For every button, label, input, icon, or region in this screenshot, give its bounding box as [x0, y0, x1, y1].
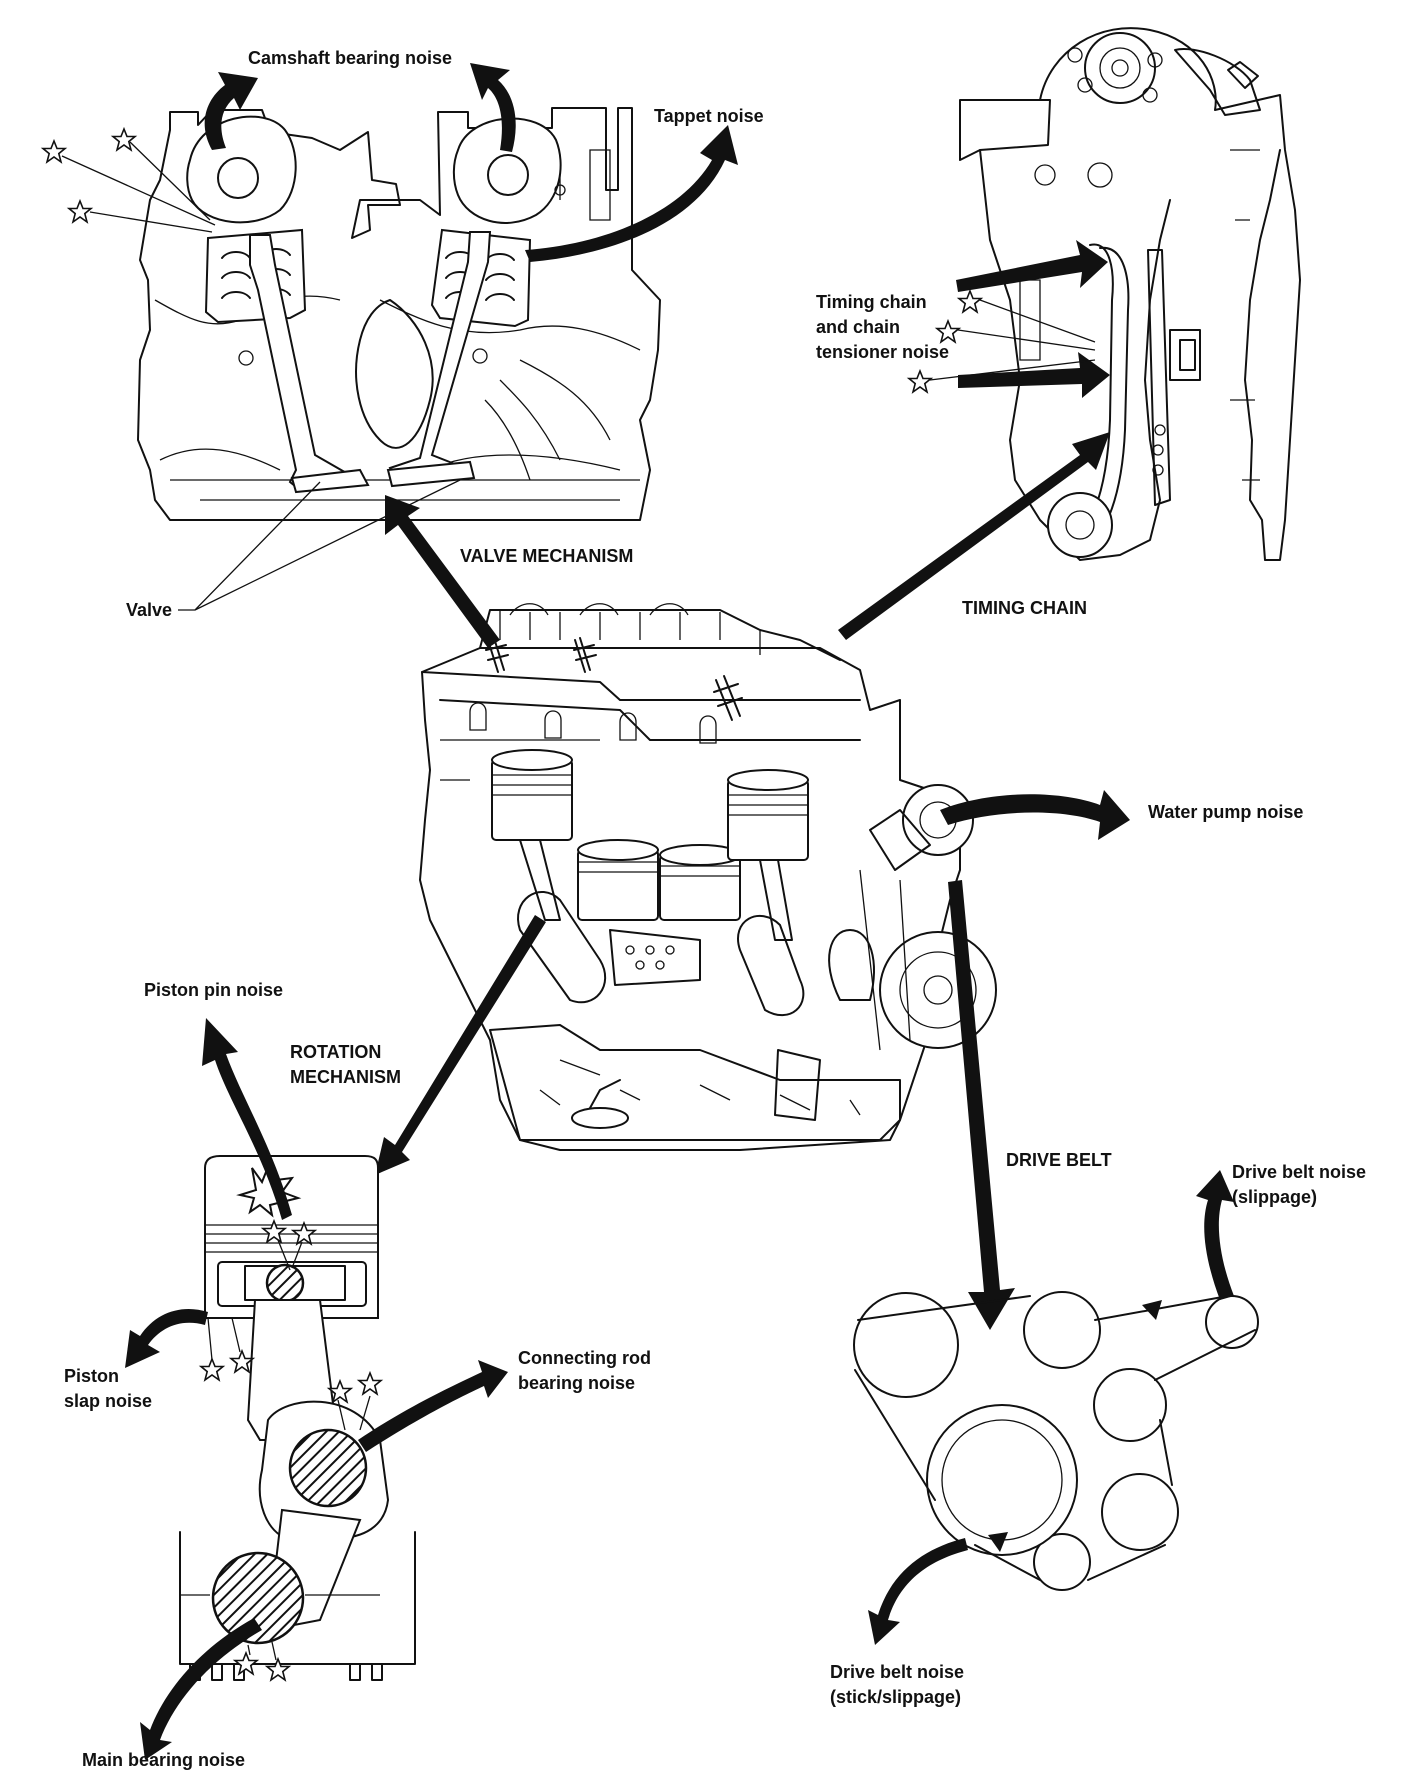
arrow-icon: [958, 352, 1110, 398]
drive-belt-noise-stick-line-2: (stick/slippage): [830, 1687, 962, 1707]
arrow-icon: [956, 240, 1108, 292]
piston-slap-noise-line-1: Piston: [64, 1366, 120, 1386]
arrow-icon: [868, 1538, 968, 1645]
rotation-noise-arrows: [125, 1018, 508, 1760]
timing-chain-noise-label: Timing chain and chain tensioner noise: [816, 290, 949, 365]
arrow-icon: [525, 125, 738, 262]
camshaft-bearing-noise-label: Camshaft bearing noise: [248, 48, 453, 68]
rotation-mechanism-label: ROTATION MECHANISM: [290, 1040, 401, 1090]
piston-drawing: [179, 1155, 416, 1681]
rotation-mechanism-line-2: MECHANISM: [290, 1067, 401, 1087]
piston-slap-noise-line-2: slap noise: [64, 1391, 153, 1411]
star-icon: [958, 290, 982, 313]
timing-chain-noise-line-2: and chain: [816, 317, 901, 337]
cylinder-head-drawing: [137, 107, 661, 521]
engine-arrows: [375, 495, 1130, 1330]
star-icon: [230, 1350, 254, 1373]
star-icon: [42, 140, 66, 163]
drive-belt-noise-slippage-label: Drive belt noise (slippage): [1232, 1160, 1366, 1210]
drive-belt-noise-stick-line-1: Drive belt noise: [830, 1662, 965, 1682]
connecting-rod-bearing-noise-line-1: Connecting rod: [518, 1348, 651, 1368]
main-bearing-noise-label: Main bearing noise: [82, 1750, 246, 1770]
valve-noise-stars: [42, 128, 216, 233]
star-icon: [358, 1372, 382, 1395]
engine-block-drawing: [419, 603, 997, 1151]
star-icon: [908, 370, 932, 393]
arrow-icon: [1142, 1300, 1162, 1320]
drive-belt-noise-slippage-line-1: Drive belt noise: [1232, 1162, 1367, 1182]
timing-chain-noise-line-1: Timing chain: [816, 292, 927, 312]
star-icon: [200, 1358, 224, 1381]
star-icon: [234, 1652, 258, 1675]
drive-belt-drawing: [853, 1291, 1259, 1591]
arrow-icon: [125, 1309, 208, 1368]
drive-belt-noise-stick-label: Drive belt noise (stick/slippage): [830, 1660, 964, 1710]
arrow-icon: [470, 63, 516, 152]
star-icon: [112, 128, 136, 151]
valve-label: Valve: [126, 600, 173, 620]
valve-leader-lines: [178, 479, 461, 611]
arrow-icon: [204, 72, 258, 150]
connecting-rod-bearing-noise-line-2: bearing noise: [518, 1373, 636, 1393]
drive-belt-noise-arrows: [868, 1170, 1234, 1645]
arrow-icon: [1196, 1170, 1234, 1300]
tappet-noise-label: Tappet noise: [654, 106, 764, 126]
arrow-icon: [940, 790, 1130, 840]
rotation-mechanism-line-1: ROTATION: [290, 1042, 382, 1062]
arrow-icon: [838, 432, 1110, 640]
arrow-icon: [202, 1018, 292, 1220]
valve-mechanism-label: VALVE MECHANISM: [460, 546, 634, 566]
water-pump-noise-label: Water pump noise: [1148, 802, 1304, 822]
star-icon: [266, 1658, 290, 1681]
timing-chain-label: TIMING CHAIN: [962, 598, 1087, 618]
arrow-icon: [140, 1618, 262, 1760]
arrow-icon: [988, 1532, 1008, 1552]
arrow-icon: [375, 915, 546, 1175]
piston-pin-noise-label: Piston pin noise: [144, 980, 284, 1000]
rotation-noise-stars: [200, 1220, 382, 1681]
piston-slap-noise-label: Piston slap noise: [64, 1364, 152, 1414]
timing-chain-drawing: [959, 27, 1301, 561]
timing-chain-noise-line-3: tensioner noise: [816, 342, 950, 362]
drive-belt-label: DRIVE BELT: [1006, 1150, 1112, 1170]
timing-chain-noise-markers: [838, 240, 1110, 640]
connecting-rod-bearing-noise-label: Connecting rod bearing noise: [518, 1346, 651, 1396]
drive-belt-noise-slippage-line-2: (slippage): [1232, 1187, 1318, 1207]
camshaft-noise-arrows: [204, 63, 738, 262]
star-icon: [68, 200, 92, 223]
arrow-icon: [385, 495, 500, 648]
arrow-icon: [948, 880, 1015, 1330]
arrow-icon: [358, 1360, 508, 1452]
